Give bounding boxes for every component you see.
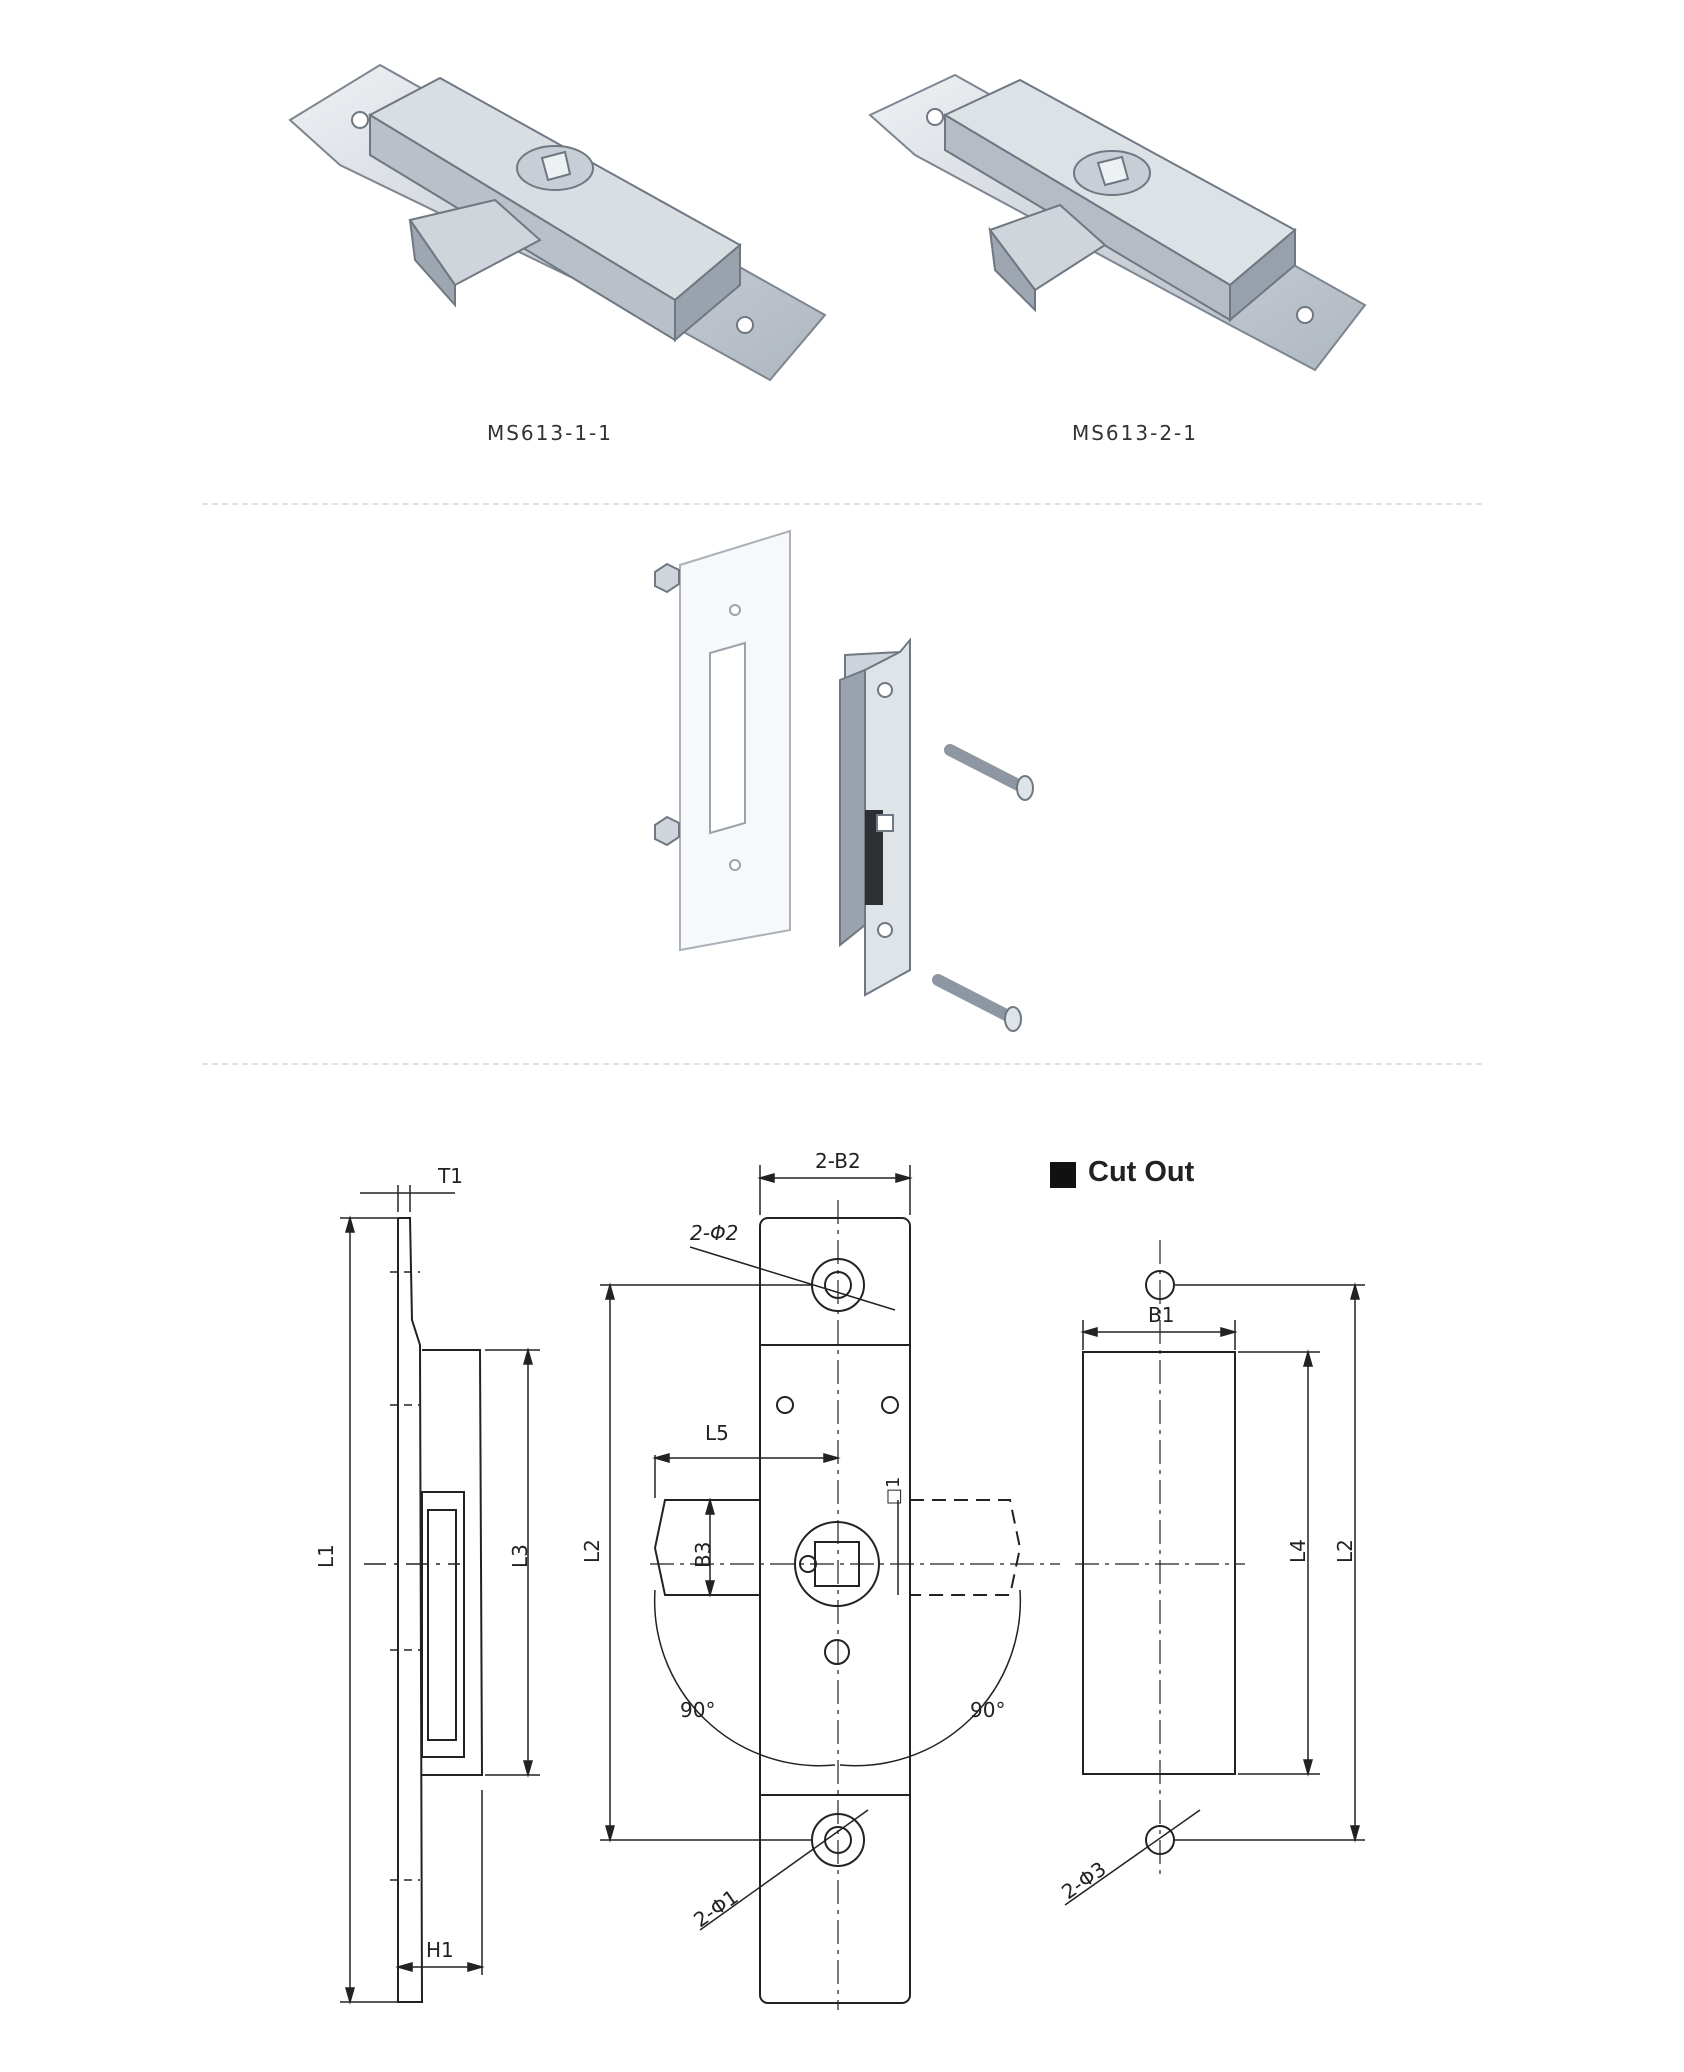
dim-label-l1: L1 [314,1544,338,1568]
section-divider [202,503,1482,505]
dim-label-angle-right: 90° [970,1698,1005,1722]
cut-out-title: Cut Out [1088,1156,1195,1188]
dim-label-b3: B3 [691,1542,715,1568]
dim-label-angle-left: 90° [680,1698,715,1722]
dim-label-d1: □1 [883,1477,904,1505]
dim-label-l4: L4 [1286,1539,1310,1563]
product-model-label: MS613-2-1 [1071,421,1198,445]
dim-label-l2-front: L2 [580,1539,604,1563]
dim-label-h1: H1 [426,1938,454,1962]
product-model-label: MS613-1-1 [486,421,613,445]
dim-label-b1: B1 [1148,1303,1174,1327]
product-image-ms613-1-1 [288,63,827,382]
dim-label-l2-cut: L2 [1333,1539,1357,1563]
cut-out-marker-icon [1050,1162,1076,1188]
dim-label-l3: L3 [508,1544,532,1568]
product-image-ms613-2-1 [868,73,1367,372]
exploded-assembly-image [654,529,1034,1032]
dim-label-phi3: 2-Φ3 [1057,1857,1110,1904]
dim-label-phi1: 2-Φ1 [689,1885,742,1932]
dim-label-b2: 2-B2 [815,1149,861,1173]
dim-label-t1: T1 [437,1164,463,1188]
dim-label-l5: L5 [705,1421,729,1445]
section-divider [202,1063,1482,1065]
dim-label-phi2: 2-Φ2 [690,1221,738,1245]
